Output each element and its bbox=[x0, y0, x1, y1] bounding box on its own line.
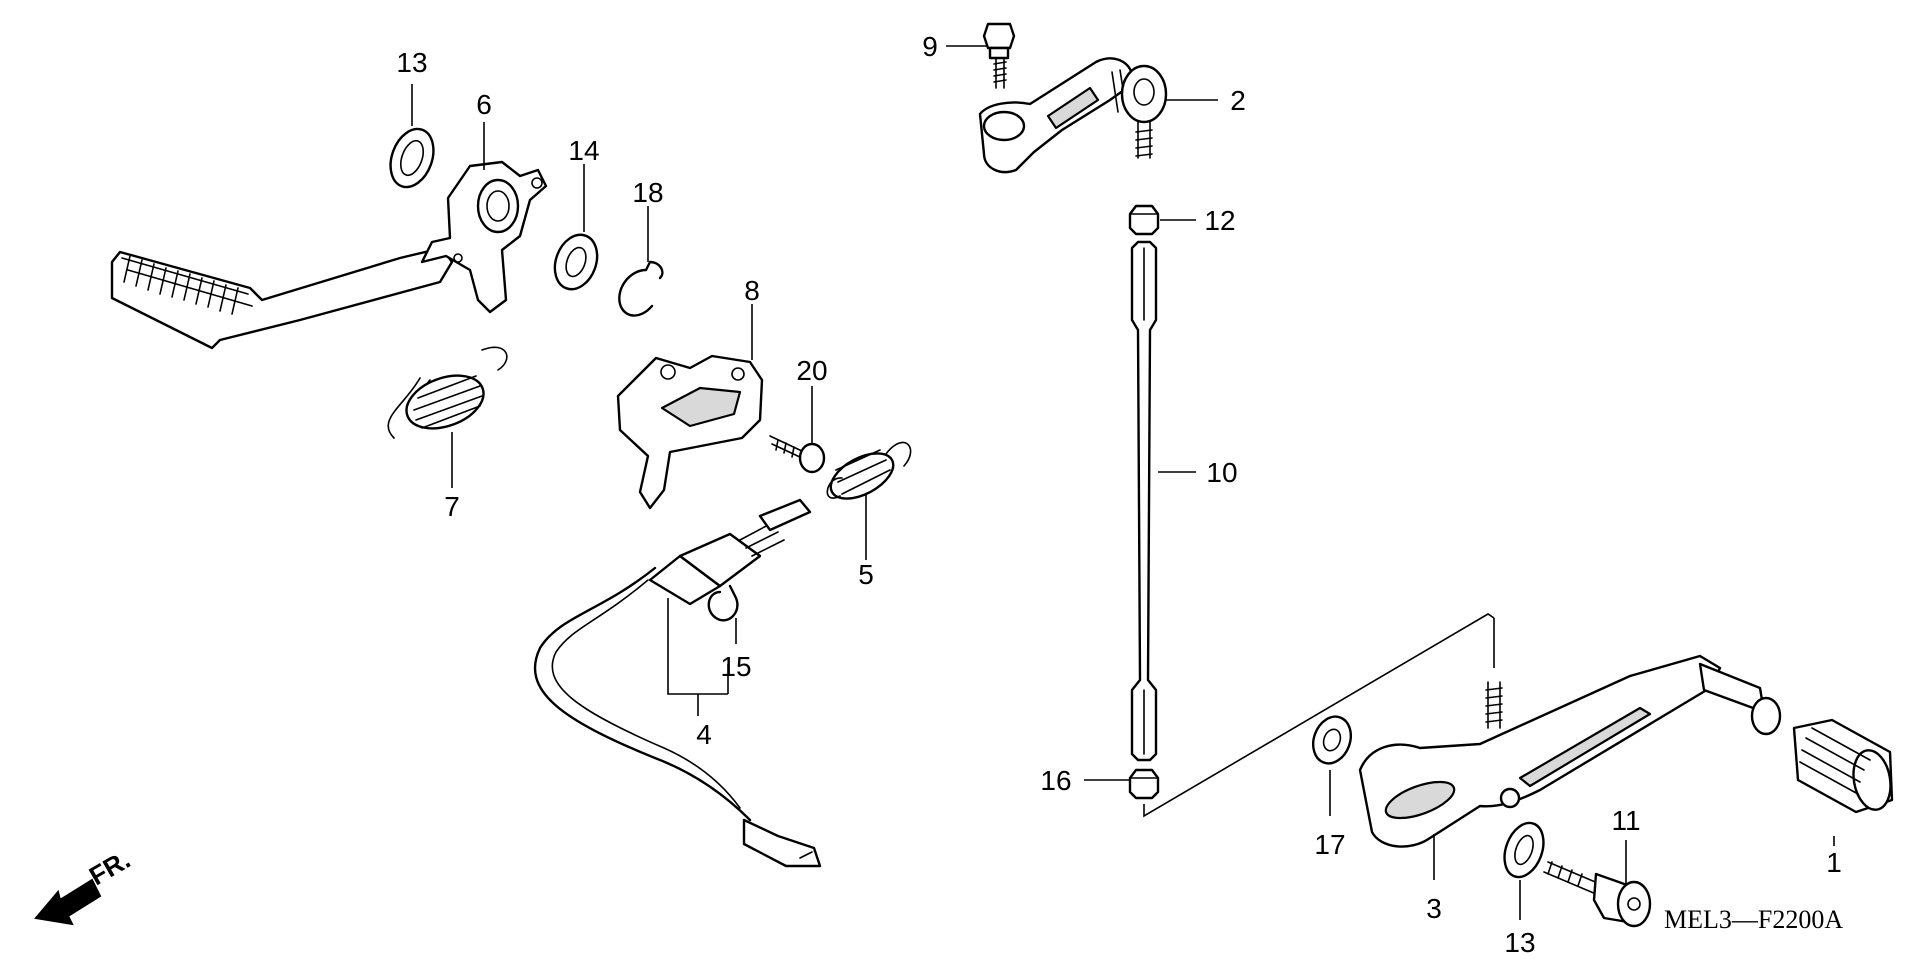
shift-arm-part-2 bbox=[978, 57, 1168, 174]
nut-part-12 bbox=[1128, 204, 1160, 236]
callout-7: 7 bbox=[444, 491, 460, 522]
shift-pedal-part-3 bbox=[1358, 654, 1782, 848]
callout-13-bottom: 13 bbox=[1504, 927, 1535, 958]
callout-1: 1 bbox=[1826, 847, 1842, 878]
pivot-bolt-part-11 bbox=[1543, 861, 1652, 928]
callout-6: 6 bbox=[476, 89, 492, 120]
bracket-part-8 bbox=[616, 354, 764, 510]
callout-13-top: 13 bbox=[396, 47, 427, 78]
rod-part-10 bbox=[1130, 240, 1158, 762]
callout-18: 18 bbox=[632, 177, 663, 208]
callout-12: 12 bbox=[1204, 205, 1235, 236]
callout-17: 17 bbox=[1314, 829, 1345, 860]
callout-14: 14 bbox=[568, 135, 599, 166]
washer-part-13-top bbox=[389, 127, 435, 189]
assembly-reference-lines bbox=[1143, 613, 1495, 818]
washer-part-17 bbox=[1311, 715, 1353, 765]
callout-3: 3 bbox=[1426, 893, 1442, 924]
nut-part-16 bbox=[1128, 768, 1160, 800]
callout-labels: 13 6 14 18 8 20 7 5 15 4 9 2 12 10 16 17… bbox=[396, 31, 1841, 958]
washer-part-14 bbox=[553, 233, 599, 291]
clip-part-18 bbox=[618, 260, 664, 317]
bolt-part-9 bbox=[982, 22, 1016, 89]
diagram-code: MEL3—F2200A bbox=[1664, 905, 1843, 934]
spring-part-7 bbox=[387, 346, 508, 439]
callout-4: 4 bbox=[696, 719, 712, 750]
washer-part-13-bottom bbox=[1503, 821, 1545, 879]
front-arrow-icon bbox=[34, 878, 102, 926]
callout-5: 5 bbox=[858, 559, 874, 590]
rubber-peg-part-1 bbox=[1792, 718, 1894, 814]
clip-part-15 bbox=[707, 584, 739, 622]
spring-part-5 bbox=[826, 441, 912, 500]
callout-15: 15 bbox=[720, 651, 751, 682]
callout-16: 16 bbox=[1040, 765, 1071, 796]
front-direction-indicator: FR. bbox=[34, 844, 135, 926]
callout-9: 9 bbox=[922, 31, 938, 62]
callout-8: 8 bbox=[744, 275, 760, 306]
leader-lines bbox=[411, 45, 1835, 920]
bolt-part-20 bbox=[769, 435, 826, 474]
brake-pedal-part-6 bbox=[110, 160, 548, 350]
callout-11: 11 bbox=[1611, 805, 1640, 836]
callout-2: 2 bbox=[1230, 85, 1246, 116]
callout-20: 20 bbox=[796, 355, 827, 386]
callout-10: 10 bbox=[1206, 457, 1237, 488]
switch-cable-part-4 bbox=[534, 498, 822, 868]
